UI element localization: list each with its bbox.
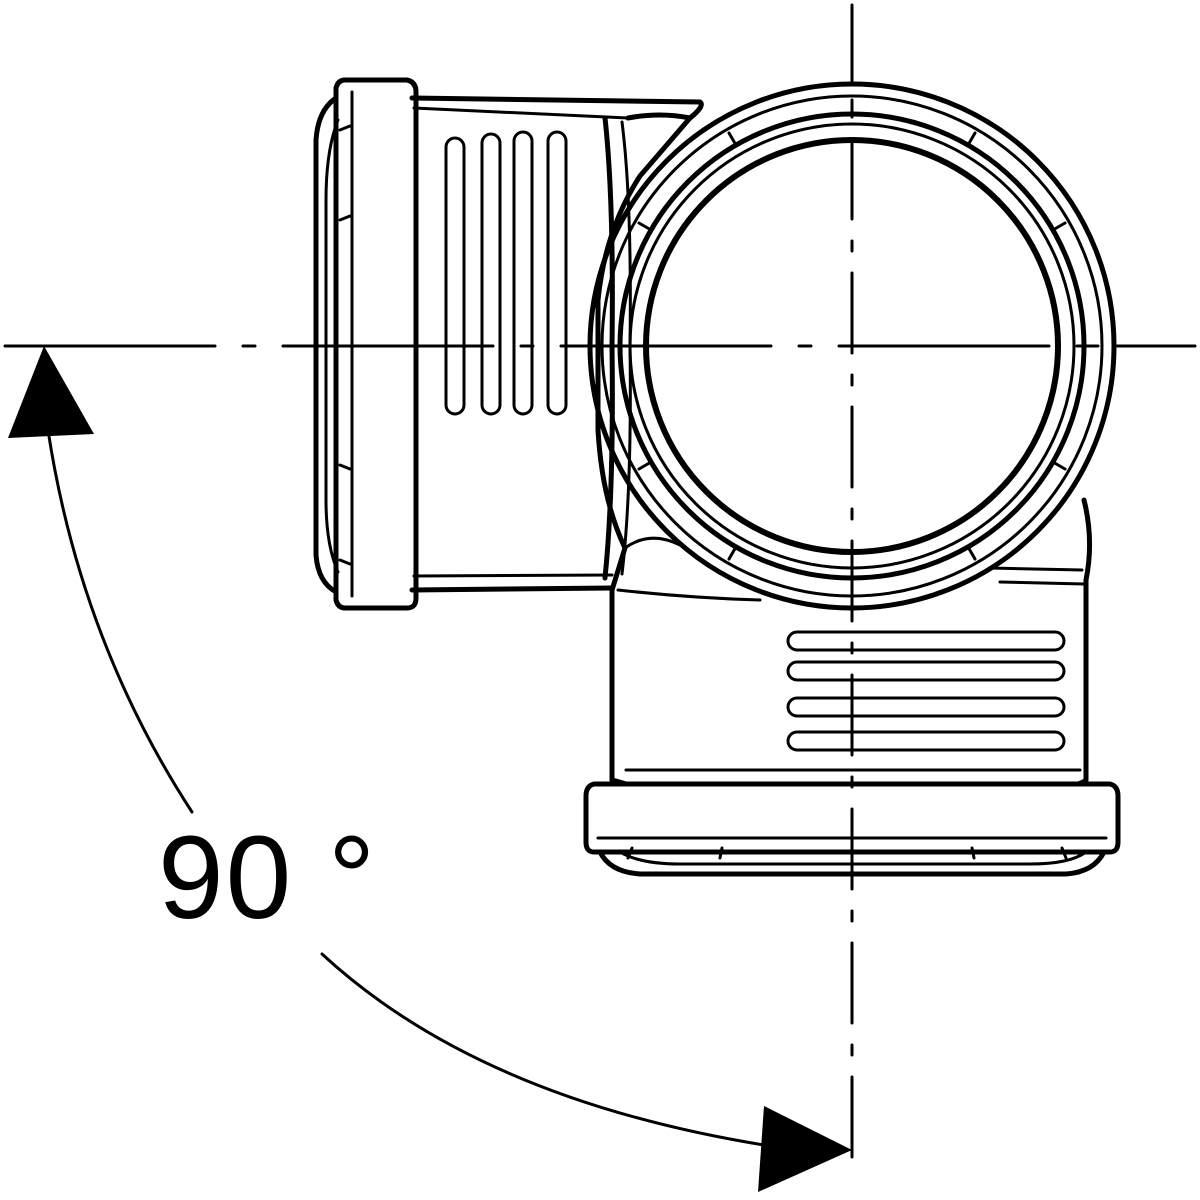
angle-arc-upper xyxy=(46,428,194,814)
ring-seal-tick xyxy=(637,461,651,471)
body-band-bottom xyxy=(998,580,1086,586)
bottom-seal-ticks xyxy=(626,846,1068,860)
top-socket xyxy=(587,81,1117,611)
left-socket-ring xyxy=(333,77,419,611)
outer-socket-ring xyxy=(587,81,1117,611)
left-grip-ribs xyxy=(444,130,568,416)
ring-seal-tick xyxy=(1053,221,1067,231)
left-seal-inner xyxy=(324,118,340,574)
ring-seal-tick xyxy=(637,221,651,231)
body-outline-right xyxy=(1081,497,1093,783)
angle-label: 90 ° xyxy=(158,812,377,944)
arrowhead-up-icon xyxy=(8,346,94,438)
ring-seal-ticks xyxy=(604,98,1100,594)
angle-indicator: 90 ° xyxy=(8,346,852,1192)
angle-arc-lower xyxy=(320,952,772,1148)
left-branch-bottom-edge xyxy=(412,573,614,578)
bottom-socket xyxy=(583,630,1121,877)
seal-ring-outer xyxy=(617,111,1087,581)
ring-seal-tick xyxy=(727,131,737,145)
bore-ring xyxy=(643,137,1061,555)
left-seal-lip xyxy=(313,95,339,595)
bottom-grip-ribs xyxy=(786,630,1066,752)
body-lower-crease xyxy=(616,536,762,602)
ring-seal-tick xyxy=(967,547,977,561)
left-seal-ticks xyxy=(338,124,352,566)
ring-seal-tick xyxy=(967,131,977,145)
ring-seal-tick xyxy=(727,547,737,561)
body-band-top xyxy=(988,566,1084,572)
bottom-socket-ring xyxy=(583,781,1121,855)
left-branch-top-edge xyxy=(412,106,630,120)
left-branch-body xyxy=(409,95,704,593)
bottom-seal-lip xyxy=(597,849,1107,877)
ring-seal-tick xyxy=(1053,461,1067,471)
bottom-seal-inner xyxy=(618,850,1088,866)
arrowhead-right-icon xyxy=(758,1106,852,1192)
seal-ring-mid xyxy=(628,122,1076,570)
outer-socket-ring-inner xyxy=(600,94,1104,598)
